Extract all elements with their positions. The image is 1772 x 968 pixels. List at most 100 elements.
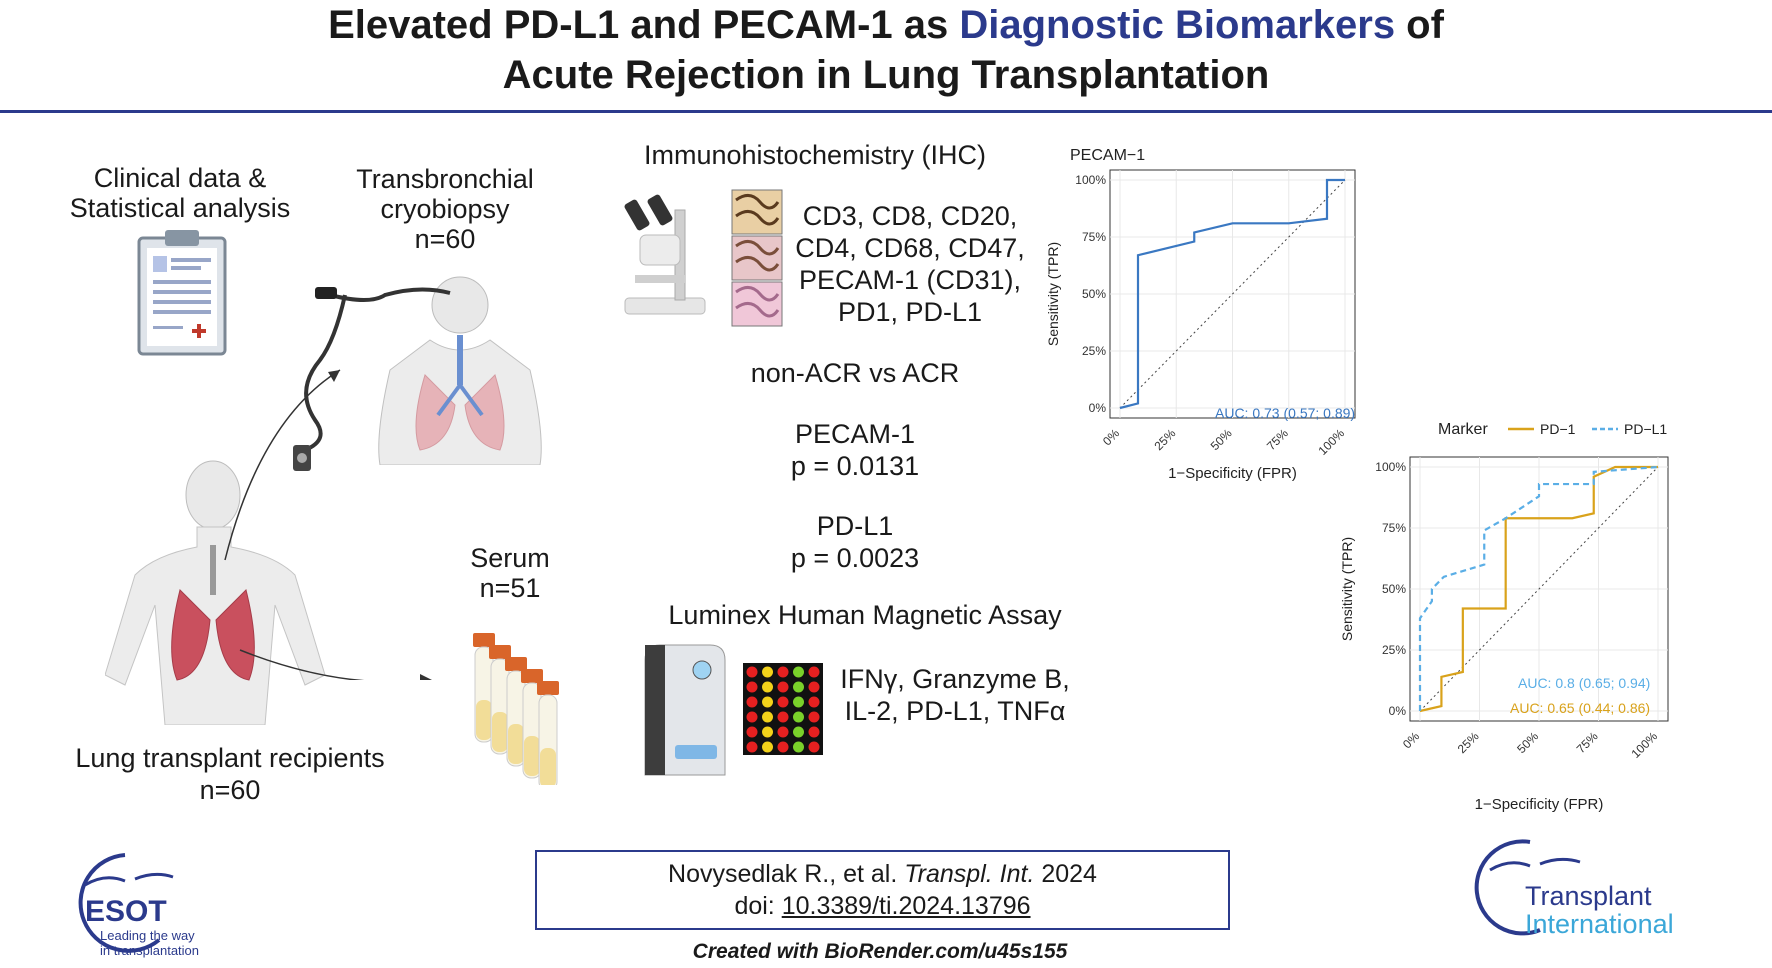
pecam-result-name: PECAM-1	[794, 419, 916, 449]
array-bead	[746, 726, 758, 738]
pecam-result-p: p = 0.0131	[790, 451, 920, 481]
ihc-markers-line4: PD1, PD-L1	[837, 297, 983, 327]
clinical-label: Clinical data & Statistical analysis	[40, 163, 320, 223]
array-bead	[808, 666, 820, 678]
luminex-analytes-line2: IL-2, PD-L1, TNFα	[844, 696, 1066, 726]
roc-curve-pd1	[1419, 465, 1658, 713]
array-bead	[808, 681, 820, 693]
patient-body-icon	[105, 460, 326, 725]
serum-line1: Serum	[470, 543, 550, 573]
array-bead	[793, 681, 804, 693]
ti-logo-text: Transplant International	[1525, 882, 1674, 938]
esot-name: ESOT	[85, 895, 167, 928]
title-highlight: Diagnostic Biomarkers	[959, 3, 1396, 47]
y-tick-label: 100%	[1375, 460, 1406, 474]
luminex-heading: Luminex Human Magnetic Assay	[668, 600, 1062, 630]
esot-tagline-line1: Leading the way	[100, 928, 195, 943]
serum-label: Serum n=51	[440, 543, 580, 603]
array-bead	[793, 696, 804, 708]
array-bead	[777, 696, 789, 708]
esot-tagline-line2: in transplantation	[100, 943, 200, 958]
array-bead	[777, 726, 789, 738]
citation-authors: Novysedlak R., et al.	[668, 860, 905, 888]
recipients-n: n=60	[199, 775, 261, 805]
x-tick-label: 0%	[1400, 729, 1422, 751]
biopsy-line2: cryobiopsy	[380, 194, 510, 224]
array-bead	[777, 666, 789, 678]
array-bead	[808, 696, 820, 708]
pdl1-result-p: p = 0.0023	[790, 543, 920, 573]
pdl1-result-name: PD-L1	[816, 511, 894, 541]
clipboard-icon	[137, 230, 227, 356]
array-bead	[793, 711, 804, 723]
serum-tubes-icon	[473, 633, 559, 785]
array-bead	[746, 681, 758, 693]
y-tick-label: 100%	[1075, 173, 1106, 187]
pdl1-result: PD-L1 p = 0.0023	[740, 510, 970, 574]
x-tick-label: 75%	[1264, 426, 1291, 453]
array-bead	[808, 741, 820, 753]
array-bead	[793, 741, 804, 753]
citation-doi-link[interactable]: 10.3389/ti.2024.13796	[781, 892, 1031, 920]
recipients-label: Lung transplant recipients n=60	[30, 742, 430, 806]
pd1-pdl1-roc-chart: 0%0%25%25%50%50%75%75%100%100%Sensitivit…	[1339, 421, 1669, 813]
serum-n: n=51	[479, 573, 541, 603]
ihc-heading: Immunohistochemistry (IHC)	[643, 140, 987, 170]
esot-logo	[78, 853, 174, 953]
luminex-instrument-icon	[644, 644, 726, 776]
citation-line1: Novysedlak R., et al. Transpl. Int. 2024	[537, 858, 1228, 890]
legend-label-pd1: PD−1	[1540, 421, 1576, 437]
citation-doi-label: doi:	[734, 892, 782, 920]
array-bead	[762, 741, 773, 753]
title-divider	[0, 110, 1772, 113]
luminex-analytes-line1: IFNγ, Granzyme B,	[840, 664, 1070, 694]
tissue-slides-icon	[731, 189, 783, 327]
array-bead	[808, 726, 820, 738]
upper-body-lungs-icon	[315, 276, 542, 465]
roc-curve-pdl1	[1418, 465, 1659, 711]
x-tick-label: 25%	[1151, 426, 1178, 453]
y-tick-label: 75%	[1082, 230, 1106, 244]
array-bead	[762, 681, 773, 693]
array-bead	[808, 711, 820, 723]
array-bead	[746, 666, 758, 678]
citation-journal: Transpl. Int.	[904, 860, 1035, 888]
title-part2: of	[1395, 3, 1444, 47]
array-bead	[762, 711, 773, 723]
pecam-roc-chart: PECAM−10%0%25%25%50%50%75%75%100%100%Sen…	[1045, 147, 1356, 482]
array-bead	[762, 666, 773, 678]
array-bead	[777, 741, 789, 753]
roc-curve-series0	[1119, 178, 1345, 410]
y-tick-label: 25%	[1382, 643, 1406, 657]
citation-year: 2024	[1034, 860, 1097, 888]
auc-annotation: AUC: 0.73 (0.57; 0.89)	[1215, 405, 1355, 421]
clinical-line2: Statistical analysis	[69, 193, 291, 223]
chart-title: PECAM−1	[1070, 147, 1145, 164]
array-bead	[746, 711, 758, 723]
y-axis-label: Sensitivity (TPR)	[1339, 537, 1355, 641]
luminex-analytes: IFNγ, Granzyme B, IL-2, PD-L1, TNFα	[840, 663, 1070, 727]
created-with-note: Created with BioRender.com/u45s155	[692, 940, 1068, 963]
y-tick-label: 0%	[1089, 401, 1107, 415]
array-bead	[777, 681, 789, 693]
y-tick-label: 75%	[1382, 521, 1406, 535]
pecam-result: PECAM-1 p = 0.0131	[740, 418, 970, 482]
auc-annotation: AUC: 0.8 (0.65; 0.94)	[1518, 675, 1650, 691]
ihc-markers-line1: CD3, CD8, CD20,	[802, 201, 1018, 231]
auc-annotation: AUC: 0.65 (0.44; 0.86)	[1510, 700, 1650, 716]
y-tick-label: 50%	[1382, 582, 1406, 596]
esot-tagline: Leading the way in transplantation	[100, 928, 199, 958]
clinical-line1: Clinical data &	[93, 163, 267, 193]
y-tick-label: 0%	[1389, 704, 1407, 718]
connector-arrows	[224, 369, 432, 680]
x-axis-label: 1−Specificity (FPR)	[1168, 465, 1297, 482]
ihc-markers-line3: PECAM-1 (CD31),	[798, 265, 1022, 295]
x-axis-label: 1−Specificity (FPR)	[1475, 796, 1604, 813]
x-tick-label: 75%	[1574, 729, 1601, 756]
transplant-international-logo	[1474, 839, 1581, 936]
diagonal-reference	[1419, 466, 1659, 712]
bead-array-icon	[743, 663, 823, 755]
comparison-label: non-ACR vs ACR	[750, 358, 960, 388]
page-title: Elevated PD-L1 and PECAM-1 as Diagnostic…	[0, 0, 1772, 100]
x-tick-label: 50%	[1514, 729, 1541, 756]
